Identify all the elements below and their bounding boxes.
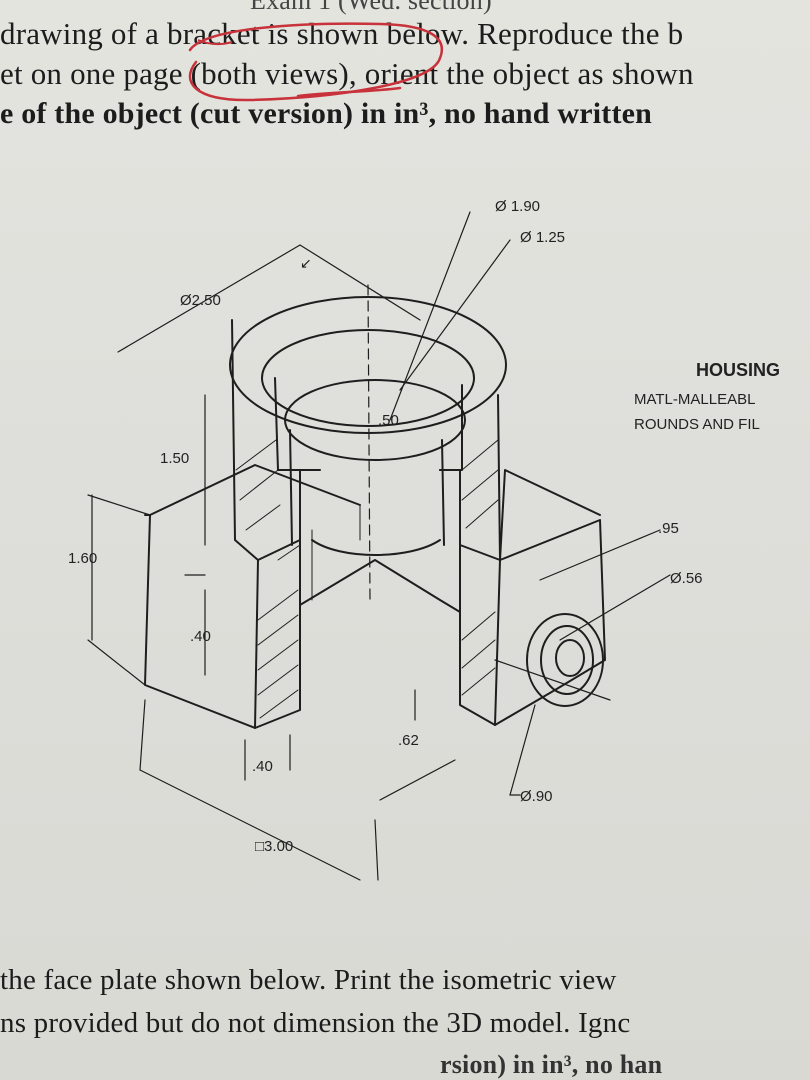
dim-depth-50: .50 [378,412,399,429]
instruction-line-4: the face plate shown below. Print the is… [0,964,617,996]
dim-width-95: .95 [658,520,679,537]
drawing-note-material: MATL-MALLEABL [634,391,756,408]
dim-diameter-56: Ø.56 [670,570,703,587]
dim-height-62: .62 [398,732,419,749]
instruction-line-2: et on one page (both views), orient the … [0,56,694,91]
dim-square-300: □3.00 [255,838,294,855]
dim-diameter-90: Ø.90 [520,788,553,805]
instruction-line-5: ns provided but do not dimension the 3D … [0,1007,631,1039]
instruction-line-1: drawing of a bracket is shown below. Rep… [0,16,684,51]
dim-height-150: 1.50 [160,450,190,467]
svg-text:↙: ↙ [300,255,312,271]
instruction-line-6: rsion) in in³, no han [440,1050,663,1079]
drawing-note-rounds: ROUNDS AND FIL [634,416,760,433]
exam-header-fragment: Exam 1 (Wed. section) [250,0,492,15]
dim-diameter-125: Ø 1.25 [520,229,566,246]
drawing-title: HOUSING [696,360,781,380]
dim-height-40: .40 [190,628,211,645]
dim-diameter-250: Ø2.50 [180,292,221,309]
dim-height-160: 1.60 [68,550,98,567]
instruction-line-3: e of the object (cut version) in in³, no… [0,97,653,130]
dim-diameter-190: Ø 1.90 [495,198,541,215]
dim-width-40: .40 [252,758,273,775]
